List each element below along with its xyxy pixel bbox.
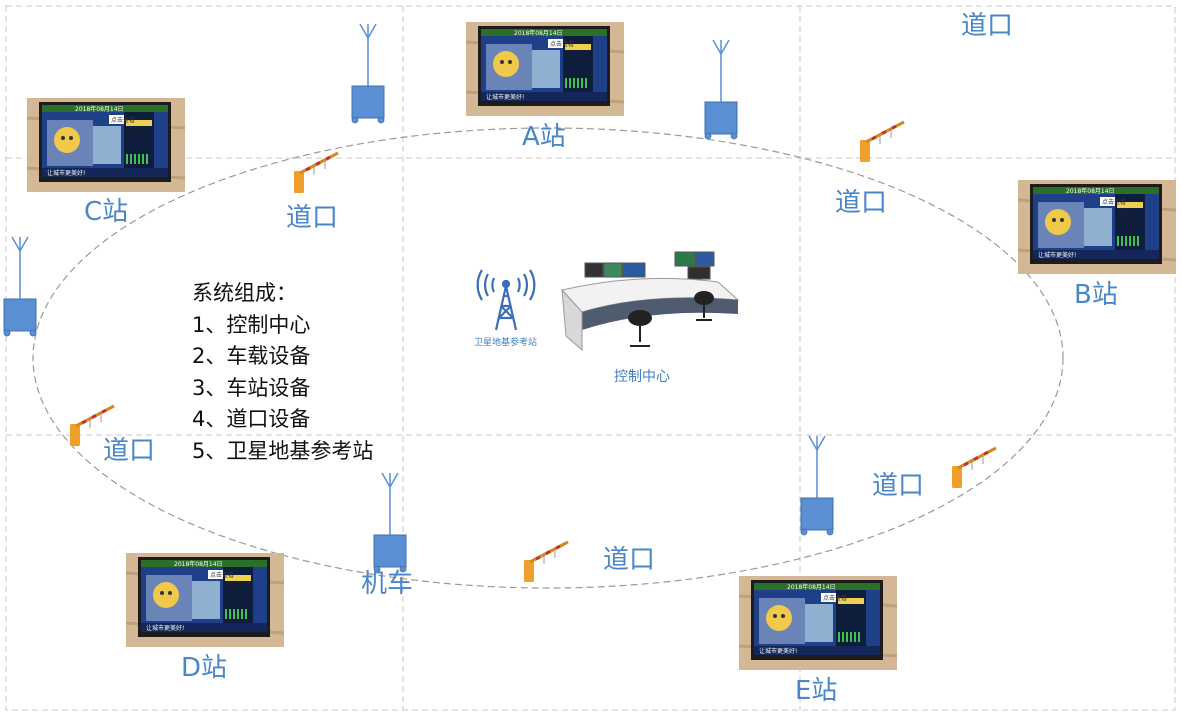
monitor-notice: 点击查看 bbox=[111, 116, 135, 124]
monitor-date: 2018年08月14日 bbox=[75, 105, 124, 113]
monitor-station-name: 西王站 bbox=[127, 126, 145, 134]
monitor-notice: 点击查看 bbox=[823, 594, 847, 602]
station-e-label: E站 bbox=[795, 676, 838, 706]
rail-loop bbox=[32, 127, 1064, 589]
monitor-date: 2018年08月14日 bbox=[174, 560, 223, 568]
monitor-station-name: 西王站 bbox=[839, 604, 857, 612]
crossing-label: 道口 bbox=[835, 188, 888, 218]
barrier-gate-icon bbox=[950, 446, 998, 490]
monitor-footer: 让城市更美好! bbox=[146, 624, 184, 632]
composition-item: 1、控制中心 bbox=[192, 312, 311, 337]
crossing-label: 道口 bbox=[103, 436, 156, 466]
crossing-label: 道口 bbox=[603, 545, 656, 575]
monitor-date: 2018年08月14日 bbox=[1066, 187, 1115, 195]
monitor-notice: 点击查看 bbox=[210, 571, 234, 579]
control-center-label: 控制中心 bbox=[614, 369, 670, 385]
satellite-station-label: 卫星地基参考站 bbox=[474, 338, 538, 348]
monitor-footer: 让城市更美好! bbox=[1038, 251, 1076, 259]
monitor-station-name: 西王站 bbox=[1118, 208, 1136, 216]
radio-unit-icon bbox=[800, 435, 834, 536]
crossing-label: 道口 bbox=[872, 471, 925, 501]
monitor-screen-text: 2018年08月14日 点击查看 西王站 让城市更美好! bbox=[759, 583, 857, 655]
monitor-screen-text: 2018年08月14日 点击查看 西王站 让城市更美好! bbox=[486, 29, 584, 101]
monitor-notice: 点击查看 bbox=[550, 40, 574, 48]
system-composition: 系统组成： 1、控制中心 2、车载设备 3、车站设备 4、道口设备 5、卫星地基… bbox=[192, 278, 373, 467]
station-b-label: B站 bbox=[1074, 280, 1118, 310]
station-a-label: A站 bbox=[522, 122, 566, 152]
monitor-screen-text: 2018年08月14日 点击查看 西王站 让城市更美好! bbox=[146, 560, 244, 632]
station-c-label: C站 bbox=[84, 197, 129, 227]
radio-unit-icon bbox=[351, 23, 385, 124]
locomotive-label: 机车 bbox=[361, 569, 414, 599]
barrier-gate-icon bbox=[858, 120, 906, 164]
monitor-screen-text: 2018年08月14日 点击查看 西王站 让城市更美好! bbox=[1038, 187, 1136, 259]
monitor-station-name: 西王站 bbox=[226, 581, 244, 589]
composition-item: 2、车载设备 bbox=[192, 344, 311, 368]
monitor-station-name: 西王站 bbox=[566, 50, 584, 58]
monitor-footer: 让城市更美好! bbox=[486, 93, 524, 101]
radio-unit-icon bbox=[704, 39, 738, 140]
station-d-label: D站 bbox=[181, 653, 228, 683]
monitor-footer: 让城市更美好! bbox=[47, 169, 85, 177]
barrier-gate-icon bbox=[522, 540, 570, 584]
monitor-notice: 点击查看 bbox=[1102, 198, 1126, 206]
barrier-gate-icon bbox=[292, 151, 340, 195]
crossing-label: 道口 bbox=[286, 203, 339, 233]
monitor-date: 2018年08月14日 bbox=[787, 583, 836, 591]
grid-lines bbox=[5, 5, 1176, 711]
control-console-icon bbox=[561, 251, 740, 352]
composition-item: 5、卫星地基参考站 bbox=[192, 438, 374, 463]
composition-item: 3、车站设备 bbox=[192, 375, 311, 400]
monitor-screen-text: 2018年08月14日 点击查看 西王站 让城市更美好! bbox=[47, 105, 145, 177]
composition-item: 4、道口设备 bbox=[192, 407, 311, 431]
radio-unit-icon bbox=[3, 236, 37, 337]
radio-tower-icon bbox=[476, 269, 536, 331]
monitor-footer: 让城市更美好! bbox=[759, 647, 797, 655]
monitor-date: 2018年08月14日 bbox=[514, 29, 563, 37]
radio-unit-icon bbox=[373, 472, 407, 573]
composition-title: 系统组成： bbox=[192, 281, 297, 305]
crossing-label: 道口 bbox=[961, 11, 1014, 41]
